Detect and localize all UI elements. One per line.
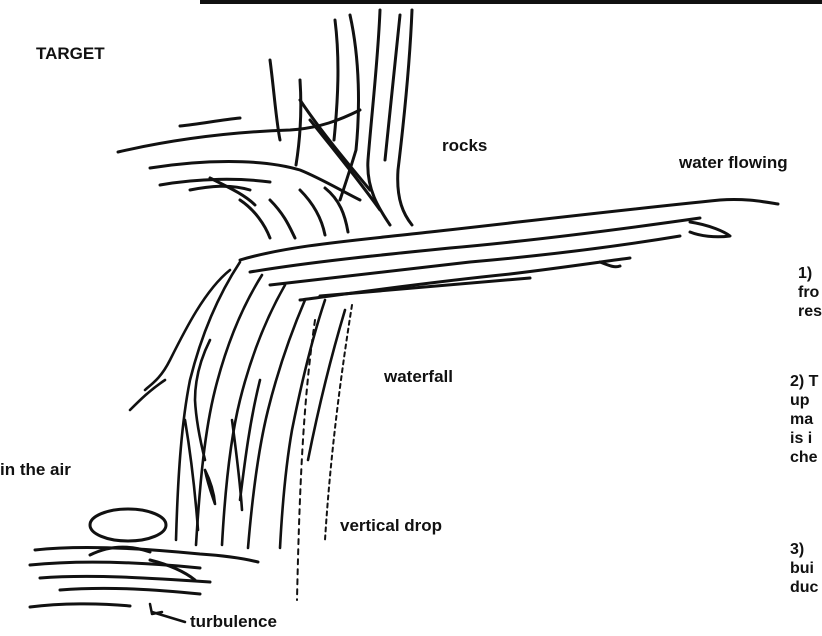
side-text-line: duc <box>790 578 818 597</box>
side-text-line: 3) <box>790 540 818 559</box>
waterfall-label: waterfall <box>384 367 453 387</box>
water-flowing-label: water flowing <box>679 153 788 173</box>
water-flow-drawing <box>240 199 778 300</box>
target-label: TARGET <box>36 44 105 64</box>
rocks-drawing <box>118 10 412 238</box>
side-text-item-1: 1) fro res <box>798 264 822 321</box>
side-text-line: 1) <box>798 264 822 283</box>
side-text-line: bui <box>790 559 818 578</box>
side-text-item-3: 3) bui duc <box>790 540 818 597</box>
rocks-label: rocks <box>442 136 487 156</box>
side-text-line: fro <box>798 283 822 302</box>
side-text-line: res <box>798 302 822 321</box>
side-text-line: is i <box>790 429 818 448</box>
vertical-drop-label: vertical drop <box>340 516 442 536</box>
turbulence-label: turbulence <box>190 612 277 632</box>
side-text-line: ma <box>790 410 818 429</box>
side-text-line: up <box>790 391 818 410</box>
side-text-line: 2) T <box>790 372 818 391</box>
side-text-item-2: 2) T up ma is i che <box>790 372 818 467</box>
side-text-line: che <box>790 448 818 467</box>
in-the-air-label: in the air <box>0 460 71 480</box>
